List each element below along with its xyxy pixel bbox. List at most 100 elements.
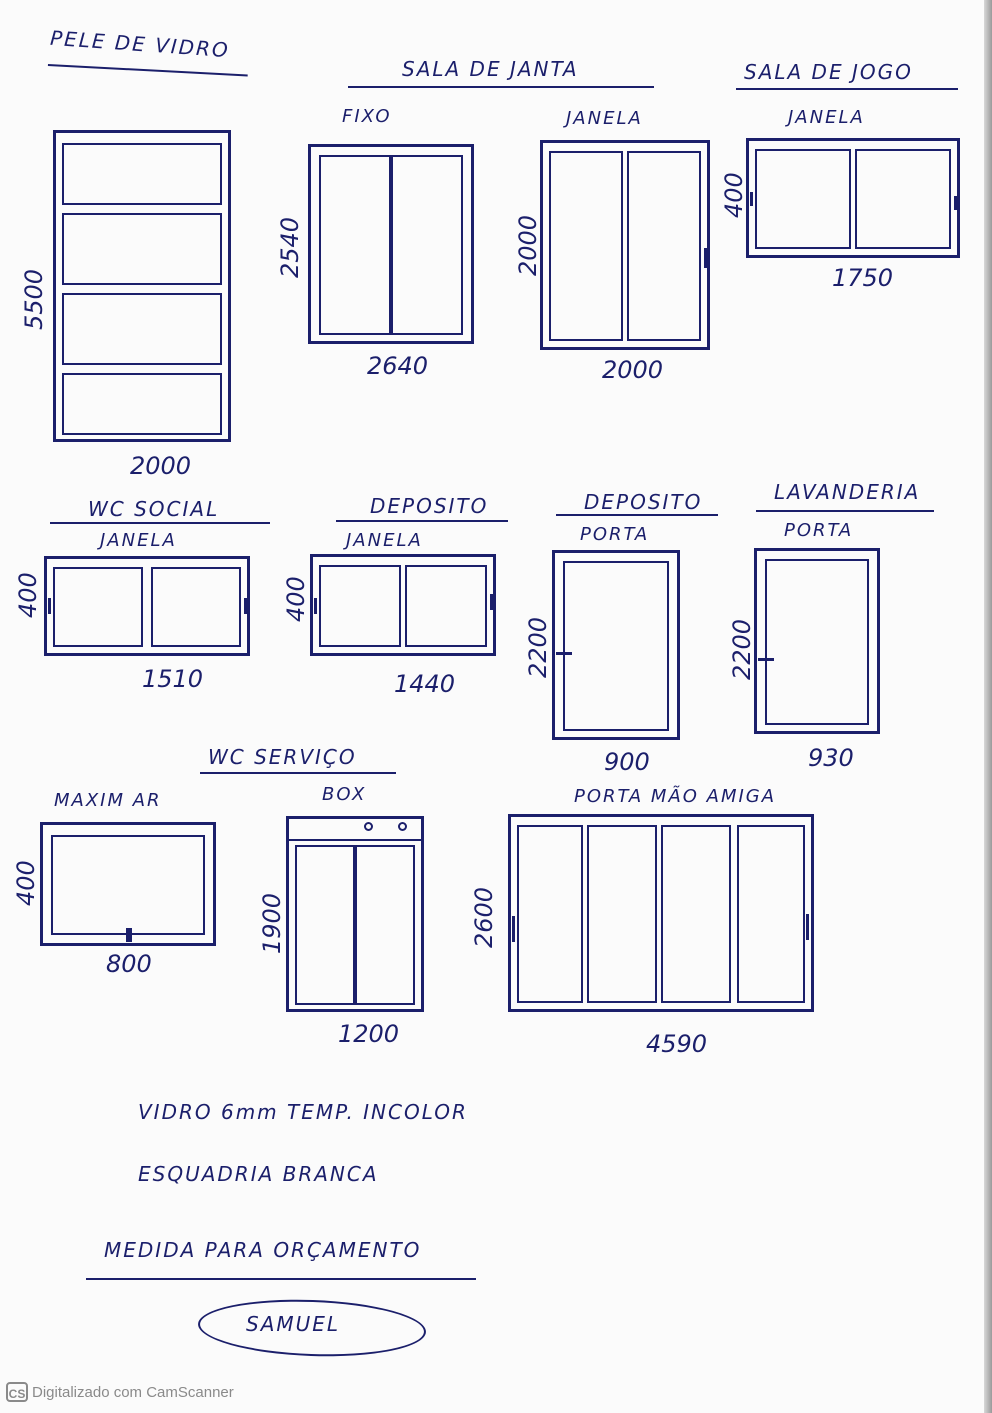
label-porta-lavanderia: PORTA	[784, 520, 854, 541]
underline	[200, 772, 396, 774]
dim-pele-height: 5500	[20, 268, 48, 330]
window-pele-de-vidro	[53, 130, 231, 442]
glass-pane	[151, 567, 241, 647]
header-deposito-janela: DEPOSITO	[370, 494, 489, 518]
note-vidro: VIDRO 6mm TEMP. INCOLOR	[138, 1100, 468, 1124]
glass-pane	[51, 835, 205, 935]
label-porta-mao-amiga: PORTA MÃO AMIGA	[574, 786, 777, 807]
camscanner-logo-icon: CS	[6, 1382, 28, 1402]
note-esquadria: ESQUADRIA BRANCA	[138, 1162, 379, 1186]
header-deposito-porta: DEPOSITO	[584, 490, 703, 514]
handle-icon	[48, 598, 51, 614]
dim-janela-deposito-height: 400	[282, 576, 310, 622]
glass-pane	[765, 559, 869, 725]
page-edge	[984, 0, 992, 1413]
glass-pane	[587, 825, 657, 1003]
glass-pane	[62, 213, 222, 285]
header-sala-de-janta: SALA DE JANTA	[402, 57, 579, 81]
dim-fixo-height: 2540	[276, 216, 304, 278]
glass-pane	[755, 149, 851, 249]
underline	[86, 1278, 476, 1280]
dim-maxim-ar-height: 400	[12, 860, 40, 906]
handle-icon	[556, 652, 572, 655]
handle-icon	[244, 598, 247, 614]
scanner-footer: CS Digitalizado com CamScanner	[6, 1382, 234, 1402]
window-fixo	[308, 144, 474, 344]
glass-pane	[517, 825, 583, 1003]
dim-box-width: 1200	[338, 1020, 400, 1048]
dim-porta-deposito-width: 900	[604, 748, 650, 776]
dim-pele-width: 2000	[130, 452, 192, 480]
glass-pane	[405, 565, 487, 647]
dim-box-height: 1900	[258, 892, 286, 954]
header-pele-de-vidro: PELE DE VIDRO	[49, 25, 231, 63]
note-medida: MEDIDA PARA ORÇAMENTO	[104, 1238, 422, 1262]
underline	[348, 86, 654, 88]
underline	[756, 510, 934, 512]
dim-porta-mao-amiga-width: 4590	[646, 1030, 708, 1058]
glass-pane	[549, 151, 623, 341]
glass-pane	[319, 565, 401, 647]
dim-porta-lavanderia-height: 2200	[728, 618, 756, 680]
glass-pane	[627, 151, 701, 341]
label-fixo: FIXO	[342, 106, 392, 127]
window-janela-deposito	[310, 554, 496, 656]
header-wc-social: WC SOCIAL	[88, 497, 220, 521]
glass-pane	[661, 825, 731, 1003]
glass-pane	[62, 373, 222, 435]
roller-icon	[364, 822, 373, 831]
underline	[50, 522, 270, 524]
label-box: BOX	[322, 784, 367, 805]
glass-pane	[53, 567, 143, 647]
label-janela-jogo: JANELA	[788, 107, 865, 128]
handle-icon	[704, 248, 707, 268]
glass-pane	[355, 845, 415, 1005]
dim-porta-lavanderia-width: 930	[808, 744, 854, 772]
dim-janela-wc-social-width: 1510	[142, 665, 204, 693]
top-rail	[289, 839, 421, 841]
glass-pane	[295, 845, 355, 1005]
handle-icon	[314, 598, 317, 614]
glass-pane	[62, 293, 222, 365]
handle-icon	[512, 916, 515, 942]
underline	[336, 520, 508, 522]
handle-icon	[954, 196, 957, 210]
window-janela-janta	[540, 140, 710, 350]
header-wc-servico: WC SERVIÇO	[208, 745, 357, 769]
dim-maxim-ar-width: 800	[106, 950, 152, 978]
window-janela-jogo	[746, 138, 960, 258]
scanner-footer-text: Digitalizado com CamScanner	[32, 1383, 234, 1401]
header-lavanderia: LAVANDERIA	[774, 480, 921, 504]
glass-pane	[391, 155, 463, 335]
glass-pane	[62, 143, 222, 205]
dim-porta-deposito-height: 2200	[524, 616, 552, 678]
window-janela-wc-social	[44, 556, 250, 656]
dim-janela-janta-height: 2000	[514, 214, 542, 276]
dim-janela-deposito-width: 1440	[394, 670, 456, 698]
glass-pane	[737, 825, 805, 1003]
header-sala-de-jogo: SALA DE JOGO	[744, 60, 913, 84]
door-box	[286, 816, 424, 1012]
handle-icon	[490, 594, 493, 610]
handle-icon	[806, 914, 809, 940]
dim-janela-janta-width: 2000	[602, 356, 664, 384]
label-janela-deposito: JANELA	[346, 530, 423, 551]
dim-janela-jogo-height: 400	[720, 172, 748, 218]
handle-icon	[758, 658, 774, 661]
door-porta-deposito	[552, 550, 680, 740]
dim-fixo-width: 2640	[367, 352, 429, 380]
dim-janela-wc-social-height: 400	[14, 572, 42, 618]
dim-porta-mao-amiga-height: 2600	[470, 886, 498, 948]
label-porta-deposito: PORTA	[580, 524, 650, 545]
underline	[47, 64, 248, 77]
handle-icon	[750, 192, 753, 206]
roller-icon	[398, 822, 407, 831]
underline	[556, 514, 718, 516]
glass-pane	[563, 561, 669, 731]
dim-janela-jogo-width: 1750	[832, 264, 894, 292]
label-janela-janta: JANELA	[566, 108, 643, 129]
signature: SAMUEL	[246, 1312, 341, 1336]
label-maxim-ar: MAXIM AR	[54, 790, 162, 811]
handle-icon	[126, 928, 132, 942]
underline	[736, 88, 958, 90]
